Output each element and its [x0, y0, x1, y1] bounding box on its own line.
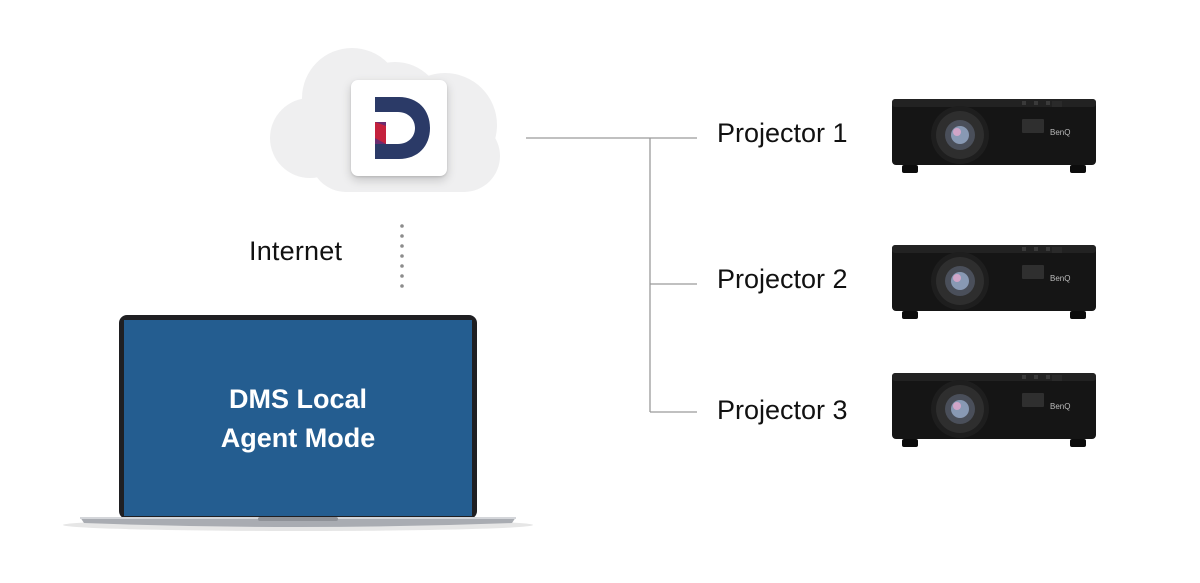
projector-brand: BenQ: [1050, 274, 1070, 283]
projector-1-label: Projector 1: [717, 118, 848, 148]
projector-brand: BenQ: [1050, 128, 1070, 137]
internet-link-dots: [400, 224, 404, 288]
internet-label: Internet: [249, 236, 343, 266]
projector-brand: BenQ: [1050, 402, 1070, 411]
laptop-screen-title-line-2: Agent Mode: [220, 423, 376, 453]
projector-icon: BenQ: [892, 373, 1096, 447]
projector-2-label: Projector 2: [717, 264, 848, 294]
dms-logo-card: [351, 80, 447, 176]
projector-3-label: Projector 3: [717, 395, 848, 425]
dms-logo-icon: [375, 97, 430, 159]
projector-icon: BenQ: [892, 245, 1096, 319]
projector-icon: BenQ: [892, 99, 1096, 173]
laptop-icon: [63, 315, 533, 531]
laptop-screen-title-line-1: DMS Local: [228, 384, 368, 414]
laptop-screen: [124, 320, 472, 516]
connection-lines: [526, 137, 697, 413]
